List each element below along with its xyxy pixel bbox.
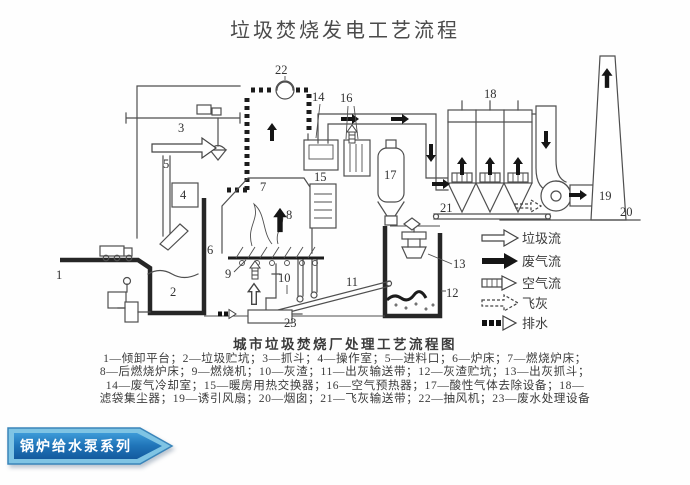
flow-legend: 垃圾流 废气流 空气流 飞灰 排水: [481, 228, 561, 332]
ash-conveyor: [277, 280, 391, 316]
component-number-13: 13: [453, 257, 466, 271]
page-title: 垃圾焚烧发电工艺流程: [230, 20, 460, 42]
component-number-18: 18: [484, 87, 497, 101]
component-number-10: 10: [278, 271, 291, 285]
component-number-3: 3: [178, 121, 184, 135]
component-number-16: 16: [340, 91, 353, 105]
drain-arrow: [217, 309, 237, 319]
label-leaders: [233, 76, 453, 294]
component-number-7: 7: [260, 180, 266, 194]
component-number-23: 23: [284, 316, 297, 330]
component-number-9: 9: [225, 267, 231, 281]
fly-ash-arrow: [514, 198, 543, 214]
air-flow-arrow: [346, 124, 358, 144]
component-numbers: 1 2 3 4 5 6 7 8 9 10 11 12 13 14 15 16 1…: [56, 63, 633, 330]
component-number-15: 15: [314, 170, 327, 184]
exhaust-flow-arrow: [426, 144, 436, 162]
exhaust-flow-arrow: [273, 207, 287, 233]
operating-room: [171, 182, 199, 208]
flow-legend-label: 飞灰: [522, 296, 548, 311]
banner-fill-shape: [14, 433, 162, 459]
fan-and-chimney: [499, 55, 641, 221]
ash-pit-and-grab: [390, 219, 440, 311]
exhaust-flow-arrow: [391, 114, 409, 124]
key-line-3: 14—废气冷却室；15—暖房用热交换器；16—空气预热器；17—酸性气体去除设备…: [105, 378, 585, 392]
banner-label: 锅炉给水泵系列: [20, 438, 132, 454]
wastewater-tank: [247, 309, 293, 324]
series-banner: 锅炉给水泵系列: [7, 427, 174, 465]
component-number-5: 5: [163, 157, 169, 171]
process-flow-diagram: 1 2 3 4 5 6 7 8 9 10 11 12 13 14 15 16 1…: [56, 55, 641, 332]
air-flow-arrow: [249, 260, 261, 280]
heat-exchanger: [309, 183, 337, 229]
flow-arrows: [151, 68, 613, 319]
component-number-6: 6: [207, 243, 213, 257]
exhaust-flow-arrow: [432, 179, 450, 189]
building-and-crane: [125, 85, 241, 239]
component-number-12: 12: [446, 286, 459, 300]
flow-legend-label: 空气流: [522, 276, 561, 291]
drain-legend-icon: [482, 314, 518, 332]
component-number-14: 14: [312, 90, 325, 104]
component-number-8: 8: [286, 208, 292, 222]
component-number-1: 1: [56, 268, 62, 282]
component-number-20: 20: [620, 205, 633, 219]
diagram-caption: 城市垃圾焚烧厂处理工艺流程图: [233, 337, 457, 352]
flame-icon: [250, 202, 273, 247]
fly-ash-legend-icon: [481, 293, 520, 313]
waste-flow-arrow: [151, 136, 218, 160]
component-number-11: 11: [346, 275, 358, 289]
key-line-2: 8—后燃烧炉床；9—燃烧机；10—灰渣；11—出灰输送带；12—灰渣贮坑；13—…: [99, 365, 591, 379]
exhaust-flow-arrow: [541, 131, 551, 149]
ash-grab-icon: [401, 246, 427, 259]
fly-ash-conveyor: [433, 213, 551, 220]
exhaust-flow-legend-icon: [482, 253, 518, 269]
waste-flow-legend-icon: [481, 228, 520, 248]
component-key: 1—倾卸平台；2—垃圾贮坑；3—抓斗；4—操作室；5—进料口；6—炉床；7—燃烧…: [0, 352, 690, 406]
component-number-4: 4: [180, 188, 187, 202]
extraction-duct: [224, 80, 312, 193]
component-number-21: 21: [440, 201, 453, 215]
flue-gas-train: [303, 113, 449, 231]
waste-flow-arrow: [247, 282, 261, 306]
key-line-4: 滤袋集尘器；19—诱引风扇；20—烟囱；21—飞灰输送带；22—抽风机；23—废…: [99, 392, 591, 406]
ash-handling: [204, 259, 393, 324]
exhaust-flow-arrow: [267, 123, 277, 141]
extraction-fan-icon: [275, 80, 295, 100]
tipping-truck: [99, 223, 189, 262]
flow-legend-label: 废气流: [522, 254, 561, 269]
component-number-22: 22: [275, 63, 288, 77]
flow-legend-label: 排水: [522, 316, 548, 331]
key-line-1: 1—倾卸平台；2—垃圾贮坑；3—抓斗；4—操作室；5—进料口；6—炉床；7—燃烧…: [103, 352, 587, 365]
component-number-2: 2: [170, 285, 176, 299]
pit-and-pumps: [107, 269, 199, 323]
air-preheater: [343, 139, 371, 177]
furnace: [221, 177, 318, 266]
component-number-17: 17: [384, 168, 397, 182]
component-number-19: 19: [599, 189, 612, 203]
flow-legend-label: 垃圾流: [522, 231, 561, 246]
